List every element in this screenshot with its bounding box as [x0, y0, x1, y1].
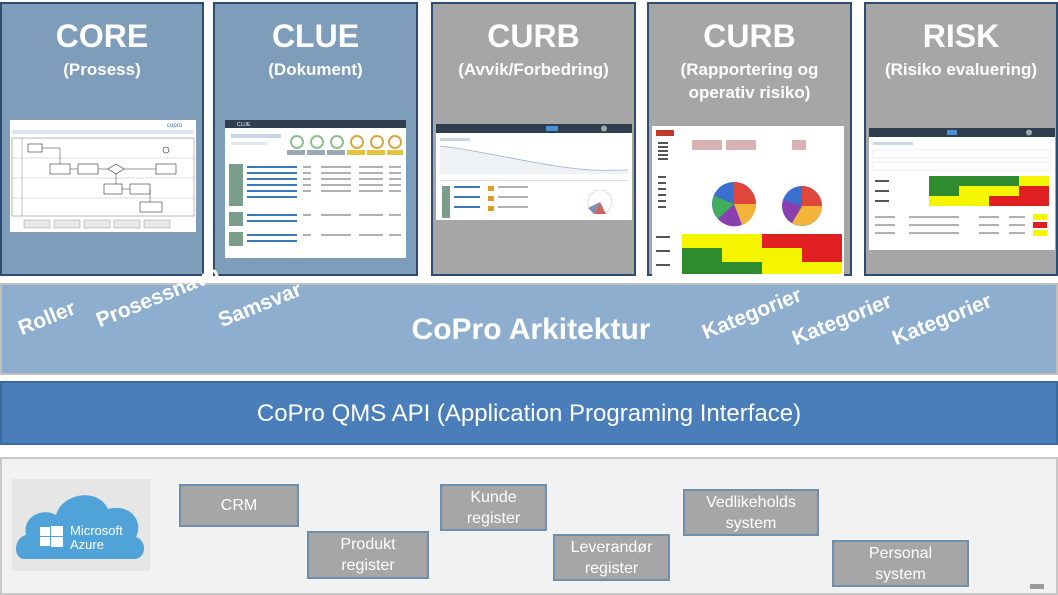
module-subtitle: (Avvik/Forbedring) [458, 60, 609, 79]
azure-logo-text-line1: Microsoft [70, 523, 123, 538]
architecture-band: Roller Prosessnavn Samsvar CoPro Arkitek… [0, 262, 1058, 375]
module-subtitle: (Dokument) [268, 60, 363, 79]
module-subtitle-line2: operativ risiko) [688, 83, 811, 102]
module-title: CORE [55, 18, 149, 54]
api-label: CoPro QMS API (Application Programing In… [256, 400, 802, 427]
windows-logo-icon [40, 526, 63, 547]
module-subtitle: (Prosess) [63, 60, 141, 79]
clue-logo-text: CLUE [237, 122, 251, 128]
module-core[interactable]: CORE (Prosess) copro [0, 2, 204, 276]
azure-cloud-icon: Microsoft Azure [16, 495, 145, 559]
register-kunde[interactable]: Kunde register [440, 484, 547, 531]
module-title: CLUE [271, 18, 360, 54]
module-curb-rapportering[interactable]: CURB (Rapportering og operativ risiko) [647, 2, 852, 276]
register-crm[interactable]: CRM [179, 484, 299, 527]
register-personal[interactable]: Personal system [832, 540, 969, 587]
register-label-line1: Vedlikeholds [706, 493, 796, 511]
register-label-line1: Leverandør [570, 538, 653, 556]
register-label-line2: system [725, 514, 777, 532]
deviation-dashboard-screenshot [436, 124, 632, 220]
register-leverandor[interactable]: Leverandør register [553, 534, 670, 581]
register-label-line2: register [341, 557, 395, 574]
reporting-dashboard-screenshot [652, 126, 844, 276]
risk-matrix-grid [682, 234, 842, 274]
module-title: CURB [487, 18, 580, 54]
register-vedlikehold[interactable]: Vedlikeholds system [683, 489, 819, 536]
module-subtitle-line1: (Rapportering og [680, 60, 819, 79]
module-curb-avvik[interactable]: CURB (Avvik/Forbedring) [431, 2, 636, 276]
register-produkt[interactable]: Produkt register [307, 531, 429, 579]
document-list-screenshot: CLUE [225, 120, 406, 258]
risk-evaluation-screenshot [869, 128, 1055, 250]
azure-logo-text-line2: Azure [70, 537, 104, 552]
module-clue[interactable]: CLUE (Dokument) CLUE [213, 2, 418, 276]
register-label: CRM [220, 497, 258, 514]
register-label-line1: Personal [868, 544, 933, 562]
module-title: CURB [703, 18, 796, 54]
api-band: CoPro QMS API (Application Programing In… [0, 381, 1058, 445]
module-risk[interactable]: RISK (Risiko evaluering) [864, 2, 1058, 276]
process-flowchart-screenshot: copro [10, 120, 196, 232]
register-label-line2: system [875, 565, 926, 583]
module-subtitle: (Risiko evaluering) [884, 60, 1038, 79]
module-title: RISK [922, 18, 1000, 54]
architecture-title: CoPro Arkitektur [411, 313, 651, 346]
register-label-line1: Produkt [340, 536, 396, 553]
slide-corner-marker [1030, 584, 1044, 589]
register-label-line1: Kunde [470, 488, 517, 506]
azure-logo: Microsoft Azure [12, 479, 150, 571]
data-sources-panel: Microsoft Azure CRM Produkt register Kun… [0, 457, 1058, 595]
copro-logo-text: copro [167, 123, 183, 129]
register-label-line2: register [466, 509, 521, 527]
register-label-line2: register [584, 559, 639, 577]
